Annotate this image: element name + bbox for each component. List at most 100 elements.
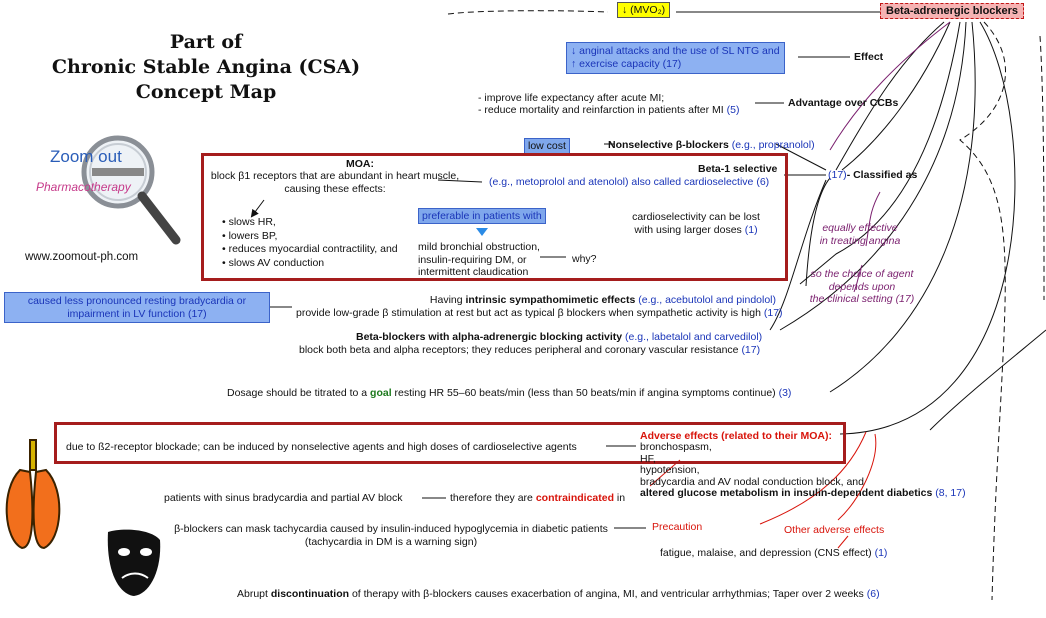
moa-effect-item: • slows HR, [222, 216, 276, 228]
moa-effect-item: • lowers BP, [222, 229, 278, 242]
advantage-ref: (5) [726, 104, 740, 116]
contra-patients: patients with sinus bradycardia and part… [164, 492, 403, 504]
dosage-text: Dosage should be titrated to a goal rest… [227, 387, 791, 399]
preferable-box: preferable in patients with [418, 208, 546, 224]
moa-description: block β1 receptors that are abundant in … [203, 170, 467, 196]
beta1-label: Beta-1 selective [698, 163, 778, 175]
contra-pre: therefore they are [450, 492, 533, 504]
isa-description: provide low-grade β stimulation at rest … [296, 307, 783, 319]
precaution-line-2: (tachycardia in DM is a warning sign) [304, 536, 478, 548]
discont-pre: Abrupt [237, 588, 268, 600]
equally-line-4: depends upon [828, 280, 896, 293]
mvo2-node: ↓ (MVO₂) [617, 2, 671, 18]
moa-effects-list: • slows HR, • lowers BP, • reduces myoca… [222, 216, 398, 270]
effect-label: Effect [854, 51, 884, 63]
low-cost-box: low cost [524, 138, 570, 154]
advantage-line-1: - improve life expectancy after acute MI… [478, 92, 665, 104]
effect-line-1: ↓ anginal attacks and the use of SL NTG … [571, 45, 780, 57]
adverse-item: bradycardia and AV nodal conduction bloc… [640, 475, 864, 488]
logo-word-bottom: Pharmacotherapy [36, 180, 131, 194]
beta1-ref: (6) [756, 176, 770, 188]
isa-desc-text: provide low-grade β stimulation at rest … [296, 307, 761, 319]
map-title: Part of Chronic Stable Angina (CSA) Conc… [6, 30, 406, 105]
moa-frame [201, 153, 788, 281]
moa-effect-item: • slows AV conduction [222, 256, 325, 269]
why-text: why? [572, 253, 597, 265]
adverse-item: bronchospasm, [640, 441, 712, 453]
advantage-line-2: - reduce mortality and reinfarction in p… [478, 104, 724, 116]
discontinuation-text: Abrupt discontinuation of therapy with β… [237, 588, 880, 600]
moa-effect-item: • reduces myocardial contractility, and [222, 243, 398, 255]
dosage-ref: (3) [778, 387, 792, 399]
adverse-frame [54, 422, 846, 464]
equally-ref: (17) [895, 293, 915, 305]
dosage-pre: Dosage should be titrated to a [227, 387, 368, 399]
loss-line-1: cardioselectivity can be lost [632, 211, 760, 223]
classified-label: - Classified as [846, 169, 918, 181]
adverse-list: bronchospasm, HF, hypotension, bradycard… [640, 441, 966, 500]
logo-word-top: Zoom out [50, 147, 122, 166]
equally-line-1: equally effective [822, 222, 898, 234]
other-adverse-label: Other adverse effects [784, 524, 885, 536]
loss-ref: (1) [744, 224, 758, 236]
moa-line-2: causing these effects: [284, 183, 386, 195]
classified-node: (17)- Classified as [828, 169, 917, 181]
alpha-desc-text: block both beta and alpha receptors; the… [299, 344, 739, 356]
lungs-icon [5, 439, 61, 550]
adverse-cause: due to ß2-receptor blockade; can be indu… [66, 441, 577, 453]
isa-box: caused less pronounced resting bradycard… [4, 292, 270, 323]
theater-mask-icon [107, 529, 161, 596]
advantage-label: Advantage over CCBs [788, 97, 899, 109]
effect-line-2: ↑ exercise capacity [571, 58, 660, 70]
nonselective-node: Nonselective β-blockers (e.g., propranol… [608, 139, 815, 151]
cardioselectivity-note: cardioselectivity can be lost with using… [622, 211, 770, 237]
title-line-1: Part of [169, 31, 243, 53]
adverse-item: altered glucose metabolism in insulin-de… [640, 487, 933, 499]
dosage-post: resting HR 55–60 beats/min (less than 50… [394, 387, 776, 399]
adverse-item: HF, [640, 452, 656, 465]
alpha-title: Beta-blockers with alpha-adrenergic bloc… [356, 331, 762, 343]
moa-label: MOA: [346, 158, 374, 170]
isa-title-pre: Having [429, 294, 463, 306]
isa-box-line-1: caused less pronounced resting bradycard… [27, 295, 247, 307]
nonselective-label: Nonselective β-blockers [608, 139, 729, 151]
classified-ref: (17) [828, 169, 847, 181]
other-ref: (1) [874, 547, 888, 559]
title-line-3: Concept Map [135, 81, 277, 103]
other-adverse-desc: fatigue, malaise, and depression (CNS ef… [660, 547, 887, 559]
discont-post: of therapy with β-blockers causes exacer… [351, 588, 864, 600]
adverse-ref: (8, 17) [935, 487, 966, 499]
loss-line-2: with using larger doses [634, 224, 742, 236]
discont-ref: (6) [866, 588, 880, 600]
contra-text: therefore they are contraindicated in [450, 492, 625, 504]
isa-box-line-2: impairment in LV function [67, 307, 186, 320]
nonselective-example: (e.g., propranolol) [731, 139, 815, 151]
adverse-item: hypotension, [640, 464, 700, 476]
beta1-example-text: (e.g., metoprolol and atenolol) also cal… [489, 176, 754, 188]
contra-bold: contraindicated [535, 492, 614, 504]
discont-bold: discontinuation [270, 588, 350, 600]
adverse-title: Adverse effects (related to their MOA): [640, 430, 832, 442]
equally-line-2: in treating angina [819, 234, 901, 247]
contra-post: in [616, 492, 626, 504]
preferable-conditions: mild bronchial obstruction, insulin-requ… [418, 241, 540, 279]
effect-box: ↓ anginal attacks and the use of SL NTG … [566, 42, 785, 74]
precaution-line-1: β-blockers can mask tachycardia caused b… [174, 523, 608, 535]
alpha-title-example: (e.g., labetalol and carvedilol) [625, 331, 763, 343]
alpha-description: block both beta and alpha receptors; the… [299, 344, 760, 356]
condition-item: insulin-requiring DM, or [418, 253, 527, 266]
precaution-label: Precaution [652, 521, 703, 533]
title-line-2: Chronic Stable Angina (CSA) [51, 56, 361, 78]
precaution-text: β-blockers can mask tachycardia caused b… [170, 523, 612, 549]
other-desc: fatigue, malaise, and depression (CNS ef… [660, 547, 872, 559]
beta-blockers-node: Beta-adrenergic blockers [880, 3, 1025, 19]
alpha-title-bold: Beta-blockers with alpha-adrenergic bloc… [356, 331, 623, 343]
equally-line-5: the clinical setting [809, 293, 893, 305]
magnifier-icon [81, 135, 181, 245]
condition-item: mild bronchial obstruction, [418, 241, 540, 253]
isa-title-example: (e.g., acebutolol and pindolol) [638, 294, 776, 306]
dosage-goal: goal [370, 387, 392, 399]
logo-url[interactable]: www.zoomout-ph.com [25, 251, 139, 263]
beta1-example: (e.g., metoprolol and atenolol) also cal… [489, 176, 769, 188]
